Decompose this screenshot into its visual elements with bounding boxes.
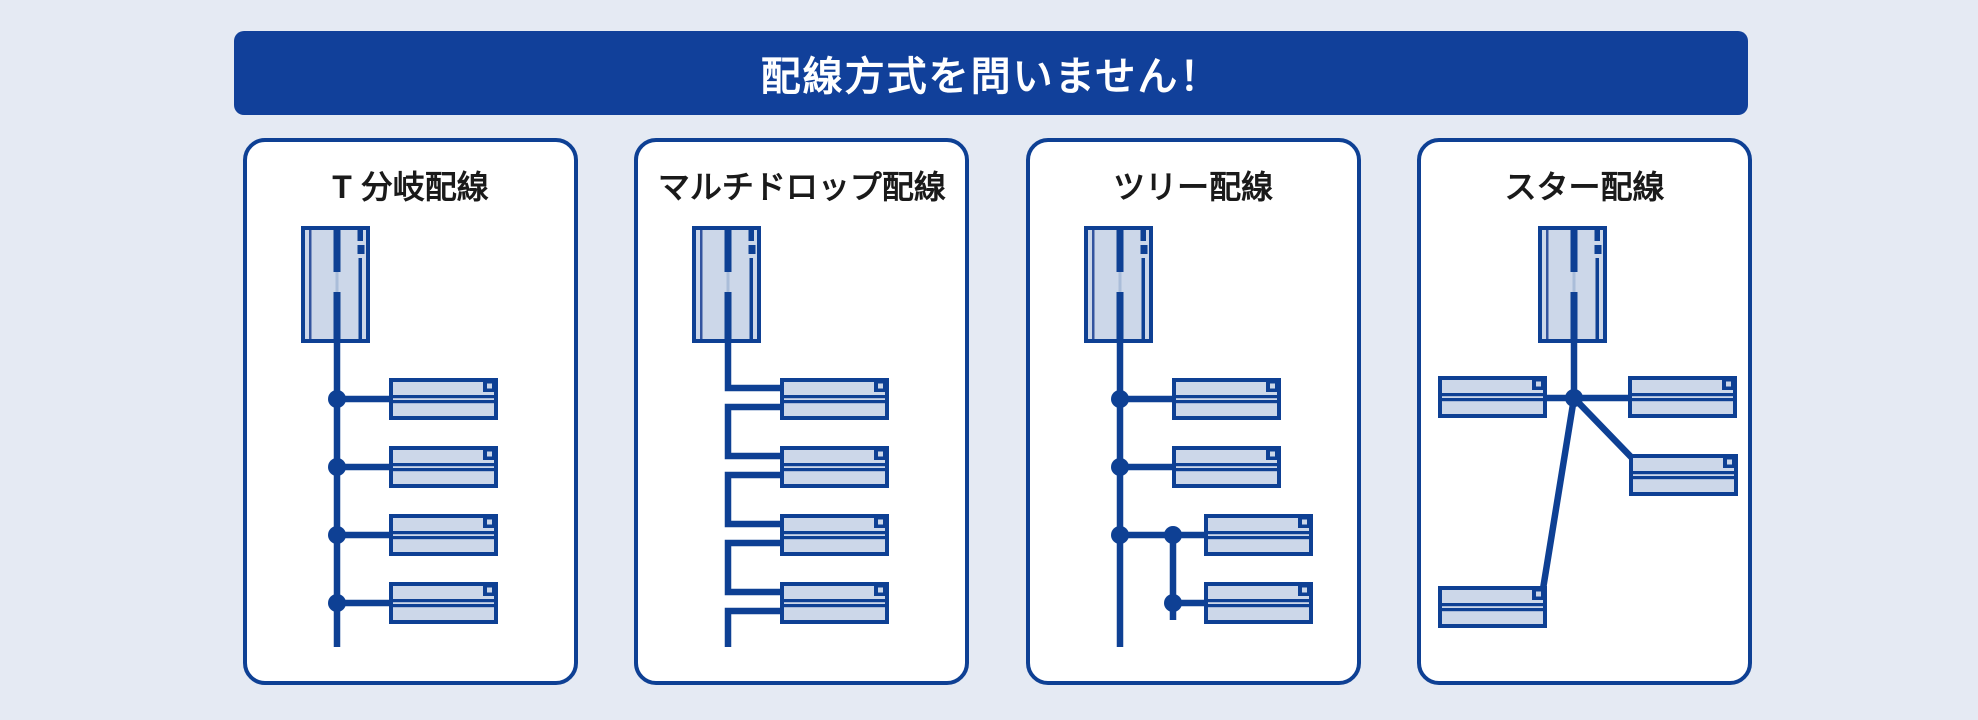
t-branch-wiring-diagram xyxy=(301,226,498,647)
multidrop-wiring-diagram xyxy=(692,226,890,647)
branch-dot xyxy=(328,390,346,408)
panel-t-branch: T 分岐配線 xyxy=(243,138,578,685)
drop-wire xyxy=(725,607,781,647)
slave-device-icon xyxy=(1437,376,1547,418)
master-device-icon xyxy=(692,226,762,343)
slave-device-icon xyxy=(780,514,890,556)
slave-device-icon xyxy=(389,378,498,420)
panel-star: スター配線 xyxy=(1416,138,1752,685)
drop-wire xyxy=(725,539,781,596)
drop-wire xyxy=(725,471,781,528)
panel-title: ツリー配線 xyxy=(1113,169,1274,205)
promo-banner: 配線方式を問いません！ xyxy=(234,31,1748,115)
drop-wire xyxy=(725,403,781,460)
slave-device-icon xyxy=(1437,586,1547,628)
tree-wiring-diagram xyxy=(1083,226,1313,647)
slave-device-icon xyxy=(1203,582,1313,624)
branch-dot xyxy=(328,526,346,544)
drop-wire xyxy=(725,338,781,392)
slave-device-icon xyxy=(1171,446,1281,488)
star-wire xyxy=(1571,395,1636,462)
panel-multidrop: マルチドロップ配線 xyxy=(634,138,970,685)
slave-device-icon xyxy=(1627,376,1737,418)
panel-title: スター配線 xyxy=(1504,169,1665,205)
branch-dot xyxy=(1110,390,1129,408)
branch-dot xyxy=(328,594,346,612)
hub-dot xyxy=(1564,389,1583,407)
slave-device-icon xyxy=(1171,378,1281,420)
slave-device-icon xyxy=(389,446,498,488)
master-device-icon xyxy=(1083,226,1153,343)
branch-dot xyxy=(1163,594,1182,612)
branch-dot xyxy=(1110,458,1129,476)
panel-title: T 分岐配線 xyxy=(332,169,489,205)
banner-title: 配線方式を問いません！ xyxy=(760,55,1222,99)
slave-device-icon xyxy=(389,514,498,556)
slave-device-icon xyxy=(780,378,890,420)
wiring-panels-row: T 分岐配線 マルチドロップ配線 xyxy=(243,138,1752,685)
star-wiring-diagram xyxy=(1437,226,1738,628)
slave-device-icon xyxy=(1203,514,1313,556)
star-wire xyxy=(1539,397,1578,590)
master-device-icon xyxy=(301,226,370,343)
branch-dot xyxy=(1110,526,1129,544)
slave-device-icon xyxy=(1628,454,1738,496)
panel-title: マルチドロップ配線 xyxy=(657,169,946,205)
branch-dot xyxy=(1163,526,1182,544)
slave-device-icon xyxy=(780,582,890,624)
panel-tree: ツリー配線 xyxy=(1025,138,1361,685)
branch-dot xyxy=(328,458,346,476)
slave-device-icon xyxy=(780,446,890,488)
master-device-icon xyxy=(1537,226,1607,343)
slave-device-icon xyxy=(389,582,498,624)
